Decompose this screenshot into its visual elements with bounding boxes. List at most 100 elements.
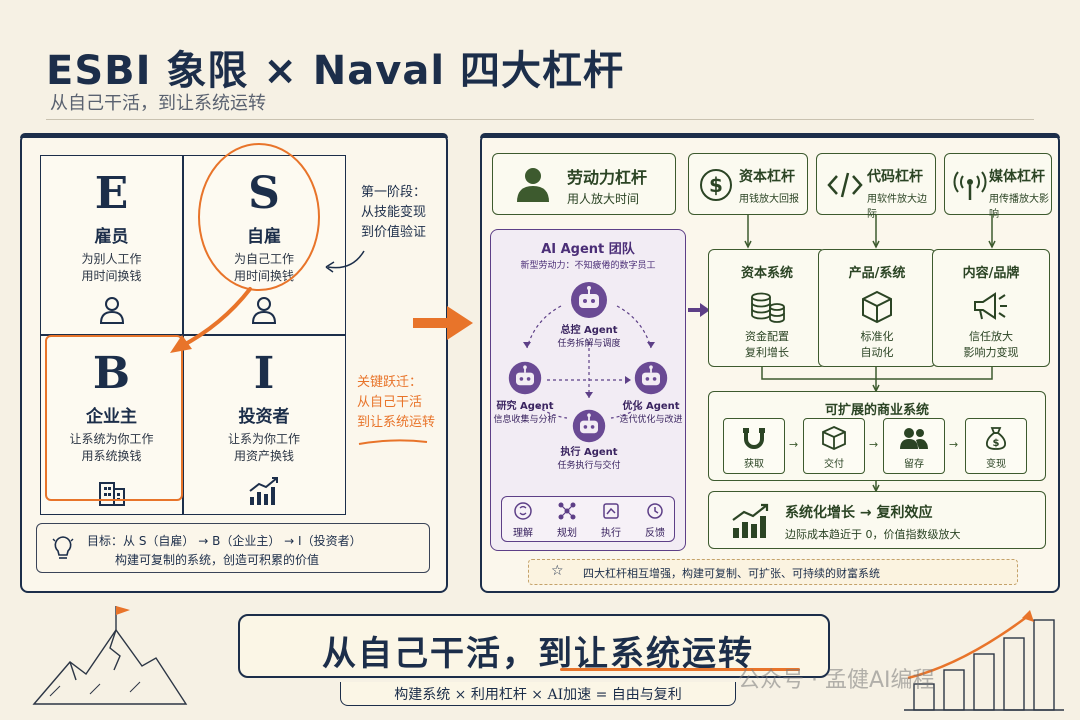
agent-name: 研究 Agent xyxy=(496,401,554,412)
arrow-right-icon: → xyxy=(949,438,959,451)
agent-role: 迭代优化与改进 xyxy=(619,415,683,425)
funnel-step-label: 留存 xyxy=(904,459,924,470)
b-highlight-box xyxy=(45,335,183,501)
agent-role: 信息收集与分析 xyxy=(493,415,557,425)
esbi-panel: E 雇员 为别人工作用时间换钱 S 自雇 为自己工作用时间换钱 B 企业主 让系… xyxy=(20,133,448,593)
group-icon xyxy=(900,428,928,449)
system-desc: 标准化 xyxy=(860,330,894,343)
person-icon xyxy=(513,164,553,208)
quadrant-desc: 让系统为你工作 xyxy=(69,432,154,446)
quadrant-role: 雇员 xyxy=(94,227,129,247)
robot-icon xyxy=(569,280,609,324)
quadrant-i: I 投资者 让系为你工作用资产换钱 xyxy=(183,336,345,514)
goal-box: 目标：从 S（自雇） → B（企业主） → I（投资者） 构建可复制的系统，创造… xyxy=(36,523,430,573)
lever-title: 媒体杠杆 xyxy=(989,169,1045,185)
ai-team-subtitle: 新型劳动力：不知疲倦的数字员工 xyxy=(520,261,656,271)
media-lever-card: 媒体杠杆 用传播放大影响 xyxy=(944,153,1052,220)
leap-note-line: 关键跃迁： xyxy=(357,375,423,390)
mountain-flag-illustration xyxy=(32,606,188,705)
quadrant-b: B 企业主 让系统为你工作用系统换钱 xyxy=(41,336,182,514)
quadrant-role: 投资者 xyxy=(238,407,290,427)
banner-frame xyxy=(238,614,830,678)
robot-icon xyxy=(633,360,669,400)
workflow-step: 执行 xyxy=(594,501,628,539)
funnel-step-label: 交付 xyxy=(824,459,844,470)
lever-title: 劳动力杠杆 xyxy=(567,168,648,187)
scalable-title: 可扩展的商业系统 xyxy=(824,403,929,418)
growth-chart-icon xyxy=(183,475,345,509)
funnel-step-retain: 留存 xyxy=(883,418,945,474)
stage-note: 第一阶段： 从技能变现 到价值验证 xyxy=(361,183,426,243)
person-icon xyxy=(183,295,345,329)
lever-subtitle: 用人放大时间 xyxy=(567,192,640,206)
s-highlight-circle xyxy=(198,143,320,291)
funnel-step-label: 获取 xyxy=(744,459,764,470)
agent-workflow: 理解 规划 执行 反馈 xyxy=(501,496,675,542)
workflow-step-label: 规划 xyxy=(557,528,577,539)
box-icon xyxy=(822,426,846,450)
growth-title: 系统化增长 → 复利效应 xyxy=(785,505,933,521)
person-icon xyxy=(41,295,182,329)
banner-underline xyxy=(560,668,800,671)
product-system-card: 产品/系统 标准化自动化 xyxy=(818,249,936,367)
watermark: 公众号 · 孟健AI编程 xyxy=(738,668,935,693)
network-icon xyxy=(558,502,576,520)
leap-underline xyxy=(358,439,428,445)
quadrant-role: 企业主 xyxy=(86,407,137,427)
growth-chart-icon xyxy=(731,502,771,544)
system-title: 内容/品牌 xyxy=(962,266,1020,281)
agent-label: 优化 Agent 迭代优化与改进 xyxy=(601,400,701,427)
leverage-summary: ☆ 四大杠杆相互增强，构建可复制、可扩张、可持续的财富系统 xyxy=(528,559,1018,585)
systematic-growth-card: 系统化增长 → 复利效应 边际成本趋近于 0，价值指数级放大 xyxy=(708,491,1046,549)
transition-arrow-icon xyxy=(413,306,473,340)
system-title: 产品/系统 xyxy=(848,266,906,281)
feedback-icon xyxy=(647,503,663,519)
building-icon xyxy=(41,475,182,509)
leverage-summary-text: 四大杠杆相互增强，构建可复制、可扩张、可持续的财富系统 xyxy=(583,567,880,580)
leap-note-line: 从自己干活 xyxy=(357,395,423,410)
svg-text:$: $ xyxy=(709,173,723,197)
lever-subtitle: 用钱放大回报 xyxy=(739,194,799,205)
money-bag-icon: $ xyxy=(985,427,1007,450)
workflow-step-label: 理解 xyxy=(513,528,533,539)
leap-note-line: 到让系统运转 xyxy=(357,415,436,430)
workflow-step-label: 执行 xyxy=(601,528,621,539)
funnel-step-deliver: 交付 xyxy=(803,418,865,474)
system-title: 资本系统 xyxy=(740,266,793,281)
agent-label: 研究 Agent 信息收集与分析 xyxy=(475,400,575,427)
agent-name: 总控 Agent xyxy=(560,325,618,336)
capital-lever-card: $ 资本杠杆 用钱放大回报 xyxy=(688,153,808,215)
agent-name: 优化 Agent xyxy=(622,401,680,412)
robot-icon xyxy=(571,408,607,448)
leap-note: 关键跃迁： 从自己干活 到让系统运转 xyxy=(357,373,435,433)
agent-network xyxy=(523,305,655,419)
workflow-step: 反馈 xyxy=(638,501,672,539)
system-desc: 影响力变现 xyxy=(963,346,1019,359)
coins-icon xyxy=(709,289,825,325)
quadrant-desc: 用资产换钱 xyxy=(233,449,294,463)
execute-icon xyxy=(603,503,619,519)
system-desc: 信任放大 xyxy=(969,330,1013,343)
agent-role: 任务执行与交付 xyxy=(557,461,621,471)
labor-lever-card: 劳动力杠杆 用人放大时间 xyxy=(492,153,676,215)
scalable-business-system: 可扩展的商业系统 获取 → 交付 → 留存 → $ 变现 xyxy=(708,391,1046,481)
stage-note-line: 从技能变现 xyxy=(361,205,427,220)
quadrant-desc: 为别人工作 xyxy=(81,252,142,266)
robot-icon xyxy=(507,360,543,400)
funnel-step-monetize: $ 变现 xyxy=(965,418,1027,474)
lever-title: 资本杠杆 xyxy=(739,169,795,185)
grid-divider-horizontal xyxy=(41,334,345,336)
title-divider xyxy=(46,119,1034,120)
funnel-step-acquire: 获取 xyxy=(723,418,785,474)
workflow-step-label: 反馈 xyxy=(645,528,665,539)
bottom-banner: 从自己干活，到让系统运转 构建系统 × 利用杠杆 × AI加速 = 自由与复利 xyxy=(230,610,846,710)
quadrant-e: E 雇员 为别人工作用时间换钱 xyxy=(41,156,182,334)
lever-subtitle: 用传播放大影响 xyxy=(989,194,1049,220)
megaphone-icon xyxy=(933,289,1049,325)
magnet-icon xyxy=(743,428,765,449)
goal-subtext: 构建可复制的系统，创造可积累的价值 xyxy=(115,553,320,567)
svg-text:$: $ xyxy=(993,438,1000,449)
brain-icon xyxy=(514,502,532,520)
s-to-b-arrow xyxy=(170,287,252,353)
